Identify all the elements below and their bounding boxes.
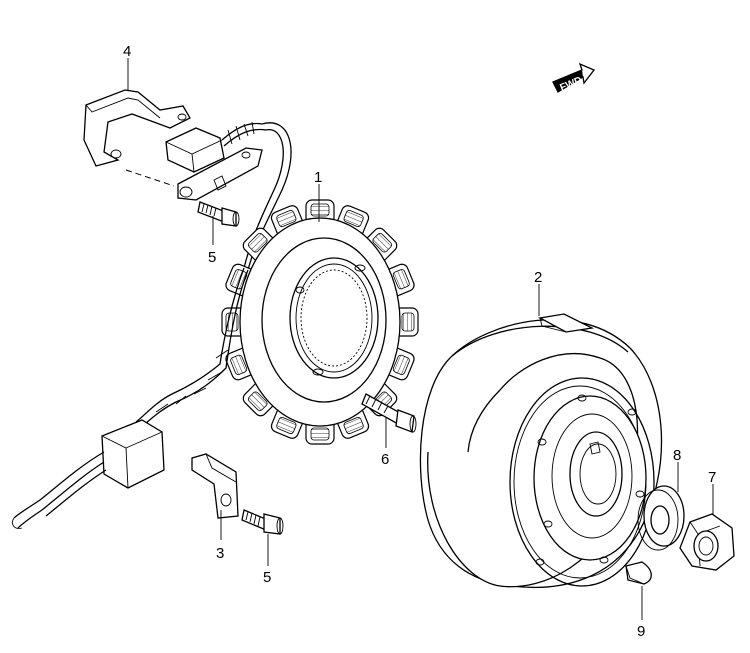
callout-9: 9 [637, 623, 645, 640]
callout-5-lower: 5 [263, 569, 271, 586]
bolt-upper-part [197, 201, 240, 227]
callout-6: 6 [381, 451, 389, 468]
rotor-nut-part [679, 513, 735, 571]
bolt-lower-part [241, 509, 284, 535]
washer-part [637, 485, 685, 551]
callout-8: 8 [673, 447, 681, 464]
stator-coil-part [221, 199, 419, 445]
woodruff-key-part [625, 561, 652, 585]
leader-lines [127, 58, 714, 620]
pickup-bracket-part [83, 89, 267, 201]
wire-clamp-part [191, 453, 239, 519]
callout-numbers: 4 1 2 5 6 3 5 8 7 9 [123, 43, 716, 640]
rotor-flywheel-part [419, 313, 663, 589]
harness-to-connector [135, 267, 249, 429]
callout-3: 3 [216, 545, 224, 562]
callout-4: 4 [123, 43, 131, 60]
stator-bolt-part [361, 393, 417, 433]
fwd-arrow-icon: FWD [552, 62, 596, 94]
callout-7: 7 [708, 469, 716, 486]
callout-1: 1 [314, 169, 322, 186]
callout-2: 2 [534, 269, 542, 286]
wire-connector [11, 419, 165, 529]
callout-5-upper: 5 [208, 249, 216, 266]
